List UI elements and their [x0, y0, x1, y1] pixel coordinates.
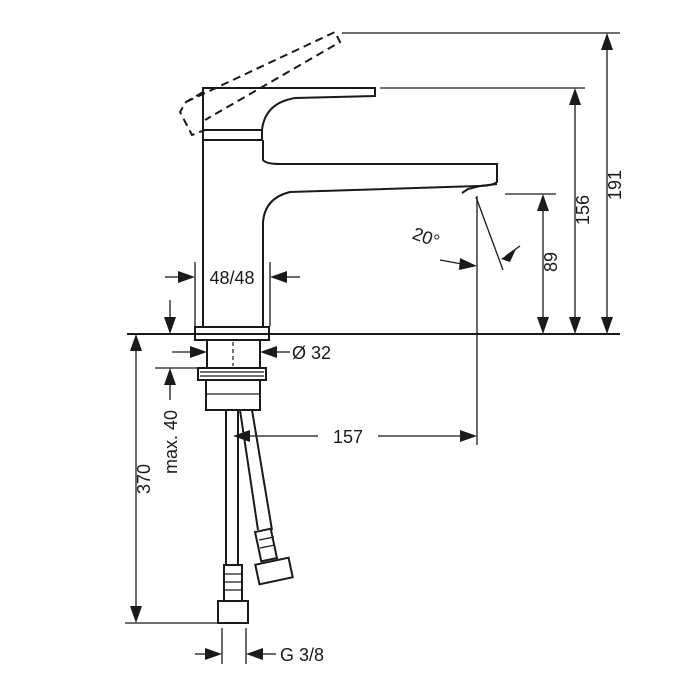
lever-handle: [202, 87, 376, 141]
supply-hoses: [217, 409, 294, 624]
dimension-lines: [125, 32, 620, 664]
mounting-nut: [197, 367, 267, 381]
label-shank-diameter: Ø 32: [292, 343, 331, 363]
hose-fitting-right: [253, 527, 294, 586]
faucet-spout-outline: [202, 140, 498, 327]
jet-angle-line: [475, 196, 504, 271]
faucet-mounting: [127, 326, 620, 411]
spout-outlet: [461, 183, 498, 194]
label-reach: 157: [333, 427, 363, 447]
label-base-width: 48/48: [209, 268, 254, 288]
label-max-deck-thickness: max. 40: [161, 410, 181, 474]
dimension-labels: 191 156 89 20° 157 48/48 Ø 32 370 max. 4…: [134, 170, 625, 665]
hose-fitting-left: [217, 564, 249, 624]
hose-left: [225, 410, 239, 565]
label-hose-length: 370: [134, 464, 154, 494]
faucet-body: [178, 30, 498, 327]
fixing-sleeve: [205, 379, 261, 411]
nut-thread-lines: [200, 371, 264, 377]
lever-open-position: [178, 30, 342, 137]
label-spout-height: 89: [541, 252, 561, 272]
hose-right: [239, 409, 273, 531]
label-lever-height: 156: [573, 195, 593, 225]
label-overall-height: 191: [605, 170, 625, 200]
label-angle: 20°: [410, 223, 442, 251]
label-connection-thread: G 3/8: [280, 645, 324, 665]
